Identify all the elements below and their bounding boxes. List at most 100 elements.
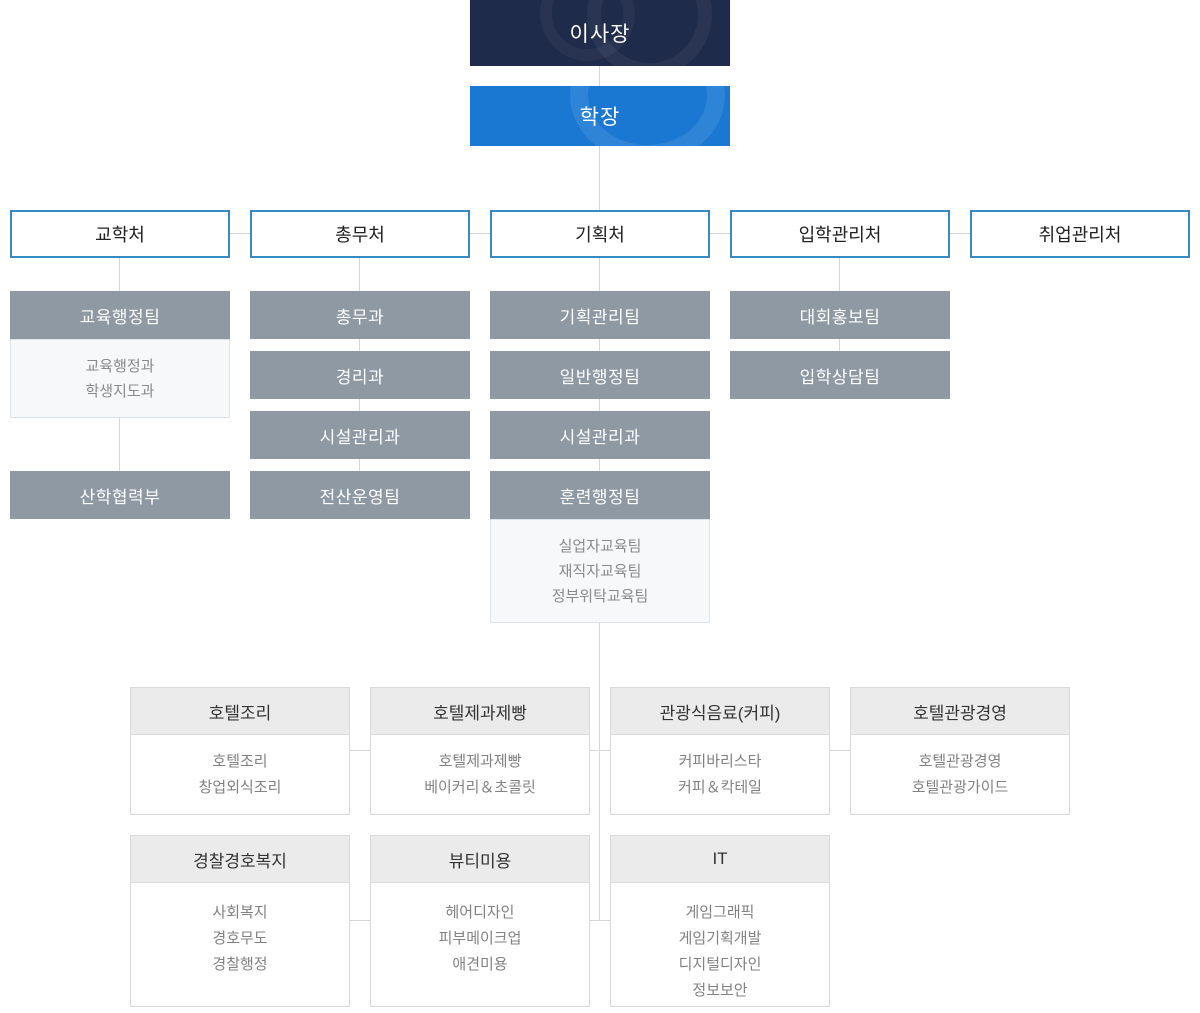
sub-team-item: 재직자교육팀 (558, 562, 642, 580)
sub-team-item: 실업자교육팀 (558, 537, 642, 555)
team-box: 전산운영팀 (250, 471, 470, 519)
connector-line (839, 258, 840, 291)
course-item: 정보보안 (692, 982, 748, 999)
team-label: 교육행정팀 (79, 307, 161, 327)
major-course-list: 호텔조리 창업외식조리 (131, 735, 349, 814)
connector-line (359, 258, 360, 291)
major-box: 뷰티미용 헤어디자인 피부메이크업 애견미용 (370, 835, 590, 1007)
team-box: 시설관리과 (250, 411, 470, 459)
team-label: 산학협력부 (79, 487, 161, 507)
connector-line (350, 920, 370, 921)
connector-line (950, 233, 970, 234)
course-item: 사회복지 (212, 904, 268, 921)
course-item: 호텔관광경영 (918, 752, 1002, 770)
chairman-box: 이사장 (470, 0, 730, 66)
sub-team-item: 학생지도과 (85, 382, 155, 400)
team-box: 기획관리팀 (490, 291, 710, 339)
course-item: 경찰행정 (212, 956, 268, 973)
team-box: 입학상담팀 (730, 351, 950, 399)
major-header: 관광식음료(커피) (611, 688, 829, 735)
dean-box: 학장 (470, 86, 730, 146)
team-label: 경리과 (335, 367, 385, 387)
team-label: 시설관리과 (559, 427, 641, 447)
team-box: 시설관리과 (490, 411, 710, 459)
connector-line (230, 233, 250, 234)
major-box: IT 게임그래픽 게임기획개발 디지털디자인 정보보안 (610, 835, 830, 1007)
major-course-list: 호텔제과제빵 베이커리＆초콜릿 (371, 735, 589, 814)
course-item: 호텔조리 (212, 752, 268, 770)
major-course-list: 헤어디자인 피부메이크업 애견미용 (371, 883, 589, 1006)
team-box: 산학협력부 (10, 471, 230, 519)
course-item: 게임기획개발 (678, 930, 762, 947)
major-box: 호텔관광경영 호텔관광경영 호텔관광가이드 (850, 687, 1070, 815)
office-box-iphak: 입학관리처 (730, 210, 950, 258)
course-item: 베이커리＆초콜릿 (424, 778, 536, 796)
team-label: 입학상담팀 (799, 367, 881, 387)
course-item: 디지털디자인 (678, 956, 762, 973)
major-header: 뷰티미용 (371, 836, 589, 883)
sub-team-list: 교육행정과 학생지도과 (10, 339, 230, 418)
connector-line (599, 258, 600, 291)
office-box-gyohak: 교학처 (10, 210, 230, 258)
major-header: IT (611, 836, 829, 883)
sub-team-list: 실업자교육팀 재직자교육팀 정부위탁교육팀 (490, 519, 710, 623)
major-course-list: 사회복지 경호무도 경찰행정 (131, 883, 349, 1006)
major-header: 호텔관광경영 (851, 688, 1069, 735)
major-header: 호텔조리 (131, 688, 349, 735)
major-box: 경찰경호복지 사회복지 경호무도 경찰행정 (130, 835, 350, 1007)
dean-label: 학장 (579, 106, 621, 129)
team-label: 일반행정팀 (559, 367, 641, 387)
major-box: 호텔제과제빵 호텔제과제빵 베이커리＆초콜릿 (370, 687, 590, 815)
major-course-list: 커피바리스타 커피＆칵테일 (611, 735, 829, 814)
major-header: 호텔제과제빵 (371, 688, 589, 735)
sub-team-item: 교육행정과 (85, 357, 155, 375)
connector-line (599, 623, 600, 921)
connector-line (590, 750, 610, 751)
major-header: 경찰경호복지 (131, 836, 349, 883)
team-box: 훈련행정팀 (490, 471, 710, 519)
connector-line (359, 399, 360, 411)
connector-line (119, 258, 120, 291)
team-label: 전산운영팀 (319, 487, 401, 507)
connector-line (350, 750, 370, 751)
team-label: 기획관리팀 (559, 307, 641, 327)
sub-team-item: 정부위탁교육팀 (551, 587, 649, 605)
connector-line (839, 339, 840, 351)
team-label: 총무과 (335, 307, 385, 327)
major-course-list: 게임그래픽 게임기획개발 디지털디자인 정보보안 (611, 883, 829, 1006)
connector-line (359, 459, 360, 471)
connector-line (599, 339, 600, 351)
team-box: 교육행정팀 (10, 291, 230, 339)
course-item: 커피＆칵테일 (677, 778, 762, 796)
major-course-list: 호텔관광경영 호텔관광가이드 (851, 735, 1069, 814)
team-label: 훈련행정팀 (559, 487, 641, 507)
team-label: 시설관리과 (319, 427, 401, 447)
connector-line (599, 66, 600, 86)
major-box: 관광식음료(커피) 커피바리스타 커피＆칵테일 (610, 687, 830, 815)
team-box: 대회홍보팀 (730, 291, 950, 339)
connector-line (590, 920, 610, 921)
course-item: 피부메이크업 (438, 930, 522, 947)
connector-line (599, 399, 600, 411)
course-item: 창업외식조리 (198, 778, 282, 796)
connector-line (470, 233, 490, 234)
major-box: 호텔조리 호텔조리 창업외식조리 (130, 687, 350, 815)
connector-line (710, 233, 730, 234)
course-item: 커피바리스타 (678, 752, 762, 770)
connector-line (830, 750, 850, 751)
team-box: 총무과 (250, 291, 470, 339)
office-label: 총무처 (335, 225, 385, 245)
course-item: 호텔제과제빵 (438, 752, 522, 770)
connector-line (599, 459, 600, 471)
office-box-gihoek: 기획처 (490, 210, 710, 258)
course-item: 호텔관광가이드 (911, 778, 1009, 796)
course-item: 경호무도 (212, 930, 268, 947)
office-label: 취업관리처 (1038, 225, 1122, 245)
connector-line (599, 146, 600, 210)
chairman-label: 이사장 (569, 23, 631, 46)
connector-line (119, 418, 120, 471)
office-label: 기획처 (575, 225, 625, 245)
office-label: 교학처 (95, 225, 145, 245)
course-item: 애견미용 (452, 956, 508, 973)
office-box-chongmu: 총무처 (250, 210, 470, 258)
